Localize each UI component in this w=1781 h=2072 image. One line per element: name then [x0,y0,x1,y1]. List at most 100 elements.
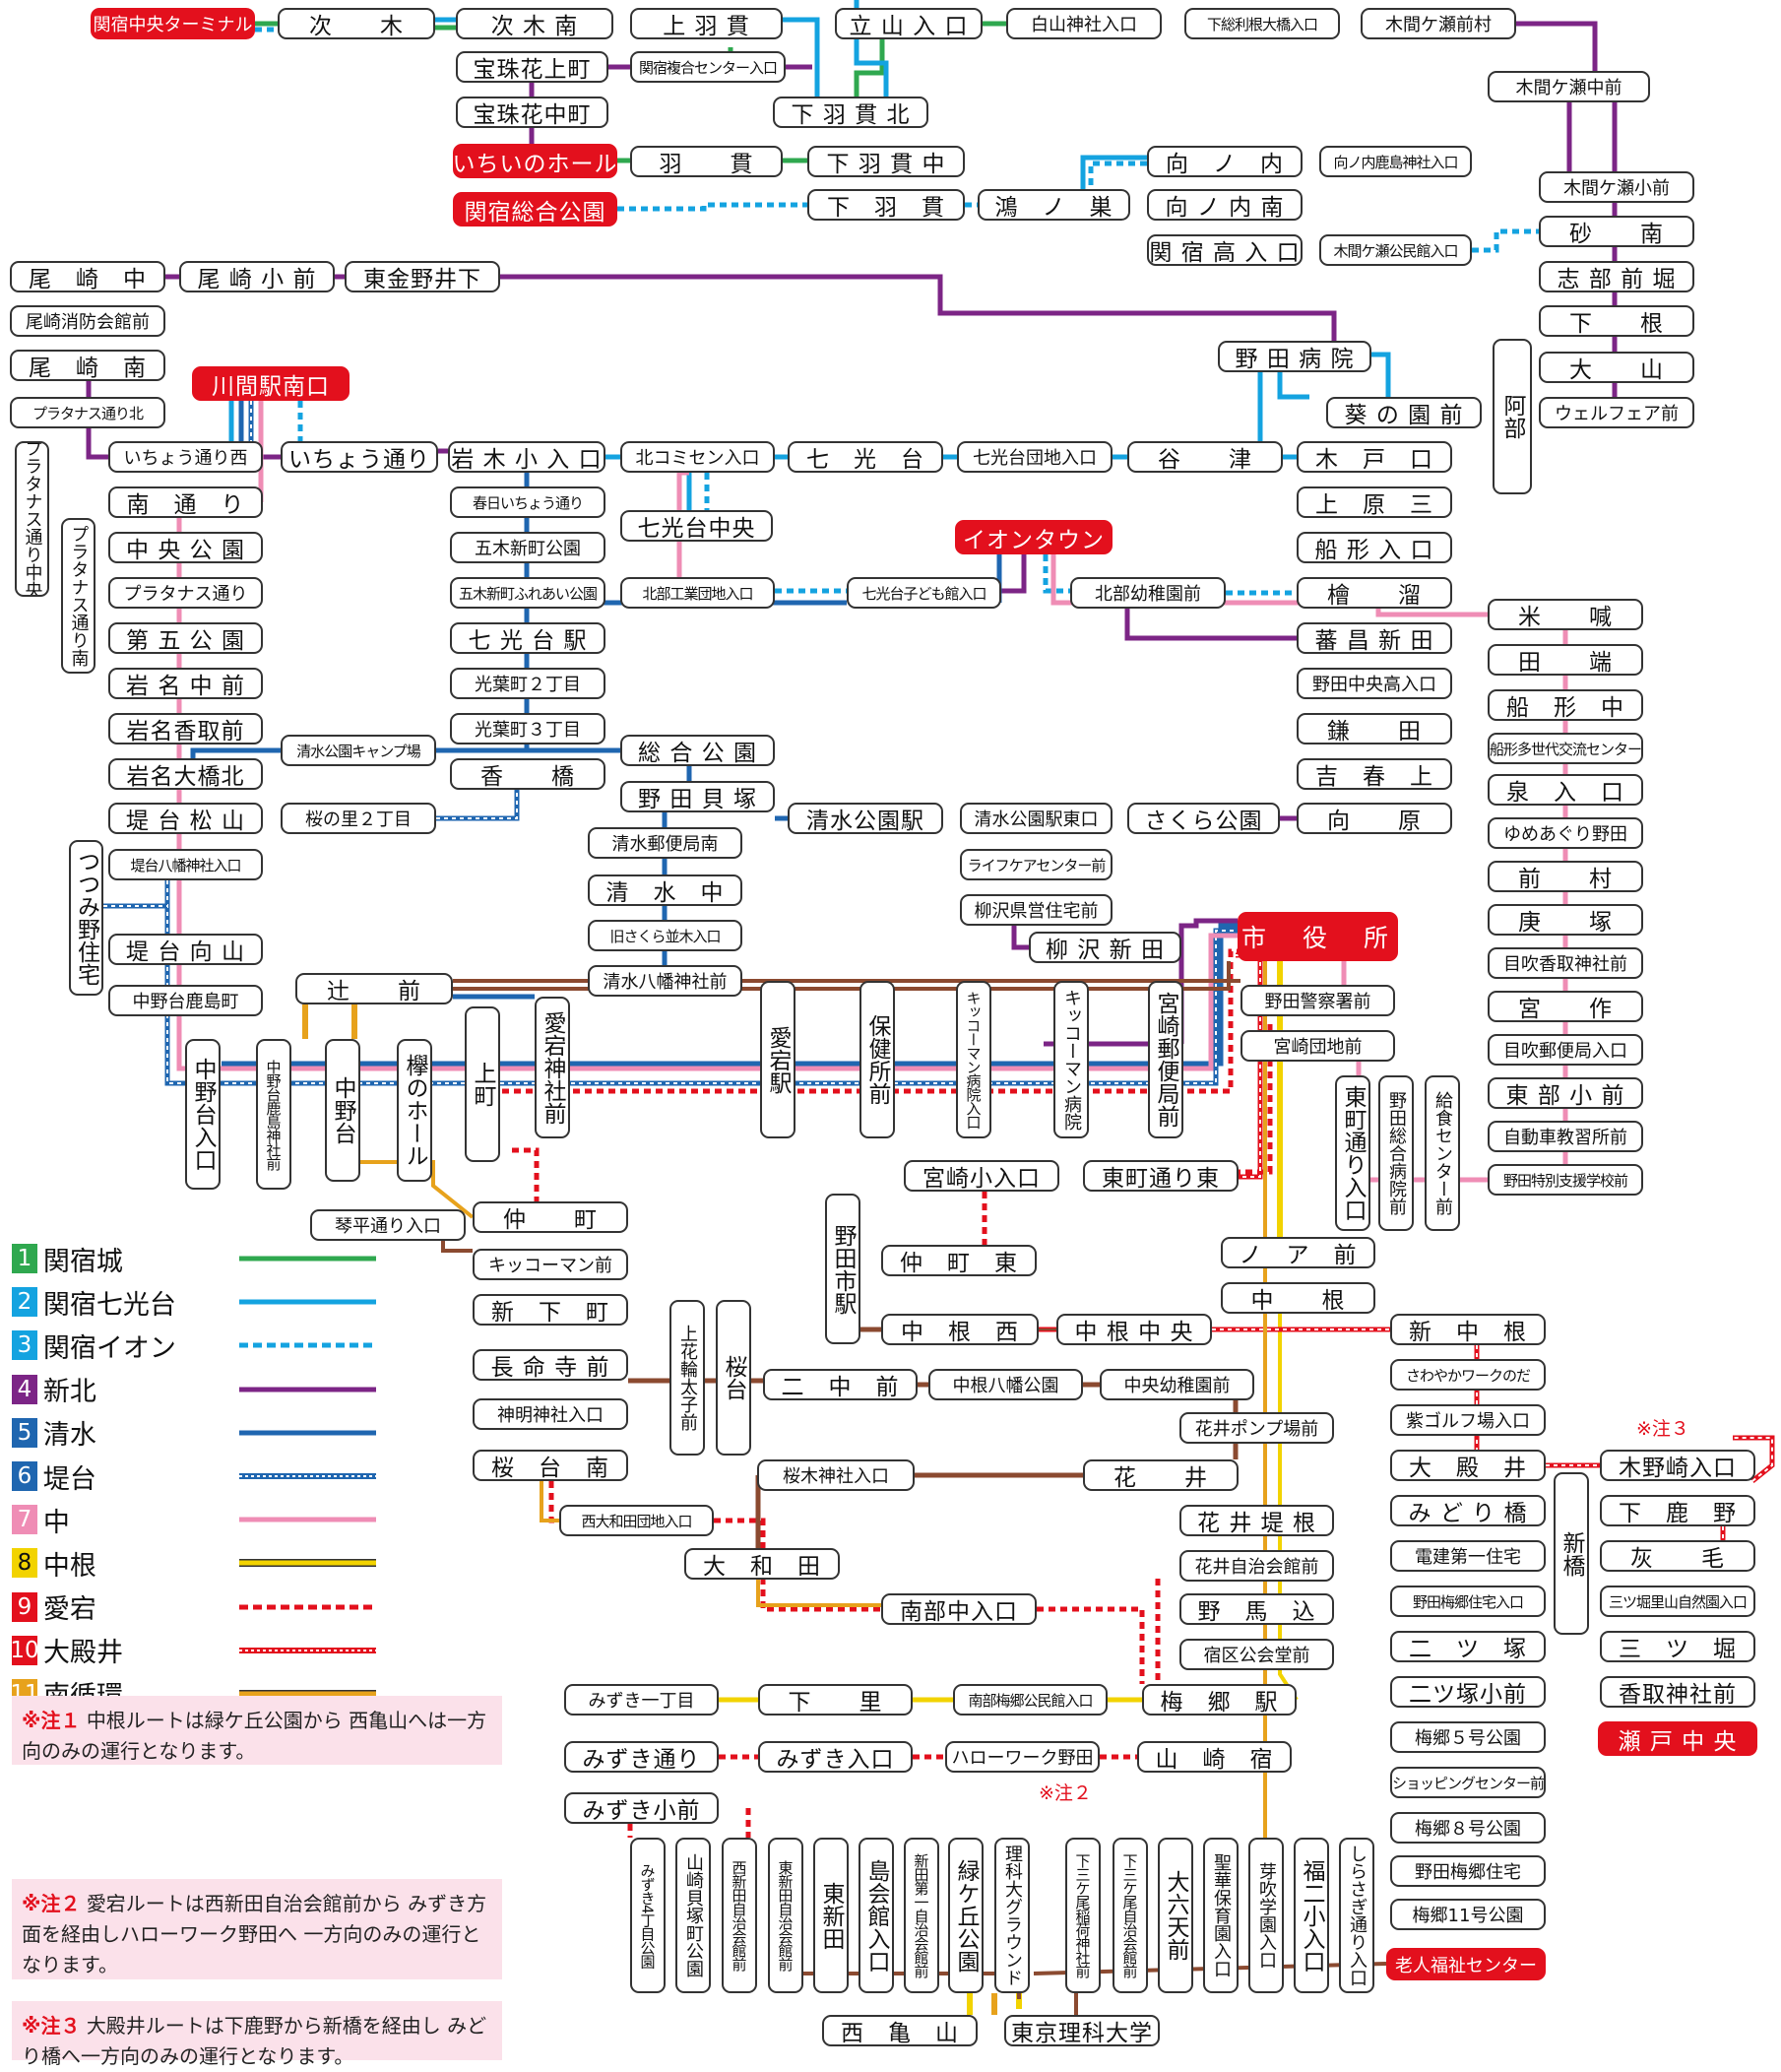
bus-stop: 宮崎小入口 [904,1160,1059,1192]
route-3-line-bg [1472,228,1539,253]
bus-stop: 自動車教習所前 [1488,1121,1643,1152]
bus-stop: 七光台団地入口 [957,441,1113,473]
bus-stop: 志 部 前 堀 [1539,261,1694,292]
bus-stop: 白山神社入口 [1006,8,1162,39]
bus-stop: 第 五 公 園 [108,622,263,654]
bus-stop: 山 崎 宿 [1137,1741,1292,1773]
bus-stop: 東町通り入口 [1335,1075,1370,1231]
route-line-dots [1236,954,1261,1178]
terminal-stop: いちいのホール [453,144,617,178]
bus-stop: 東町通り東 [1083,1160,1239,1192]
bus-stop: 野田市駅 [825,1194,860,1344]
bus-stop: 木間ケ瀬前村 [1361,8,1516,39]
legend-line-sample [238,1256,376,1262]
bus-stop: 米 喊 [1488,599,1643,630]
route-4-line [500,274,1337,341]
bus-stop: 中 根 [1221,1282,1375,1314]
bus-stop: 柳沢県営住宅前 [960,894,1113,926]
route-9-line [714,1518,881,1612]
bus-stop: 上花輪太子前 [669,1300,705,1456]
legend-line-sample [238,1299,376,1305]
bus-stop: みずき入口 [758,1741,913,1773]
note-3-mark: ※注３ [22,2014,81,2038]
bus-stop: プラタナス通り [108,577,263,609]
bus-stop: 東京理科大学 [1004,2015,1160,2046]
note-2-mark: ※注２ [22,1892,81,1915]
bus-stop: 野 田 病 院 [1218,341,1371,372]
bus-stop: しらさぎ通り入口 [1339,1838,1374,1993]
bus-stop: 梅郷８号公園 [1390,1812,1546,1844]
route-3-line [617,202,807,212]
route-4-line [86,428,108,460]
bus-stop: 福二小入口 [1294,1838,1329,1993]
bus-stop: 清 水 中 [588,874,742,906]
bus-stop: 七 光 台 駅 [450,622,605,654]
bus-stop: 蕃 昌 新 田 [1297,622,1452,654]
bus-stop: 野田梅郷住宅 [1390,1855,1546,1887]
bus-stop: 庚 塚 [1488,904,1643,936]
route-5-line [222,923,1238,1067]
note-3-marker: ※注３ [1636,1418,1689,1440]
route-3-line [1088,161,1147,208]
terminal-stop: 市 役 所 [1238,912,1398,961]
bus-stop: 光葉町２丁目 [450,668,605,699]
bus-stop: 野田中央高入口 [1297,668,1452,699]
bus-stop: 下 鹿 野 [1600,1495,1755,1526]
bus-stop: 野 田 貝 塚 [620,781,775,812]
bus-stop: 七光台子ども館入口 [847,577,1001,609]
route-4-line [1001,554,1027,594]
bus-stop: ライフケアセンター前 [960,849,1113,880]
bus-stop: 五木新町ふれあい公園 [450,577,605,609]
bus-stop: 梅郷11号公園 [1390,1899,1546,1930]
bus-stop: プラタナス通り中央 [15,441,49,597]
bus-stop: 田 端 [1488,644,1643,676]
route-7-line [176,518,1238,1071]
bus-stop: 中根八幡公園 [928,1369,1083,1400]
route-4-line [1516,21,1598,71]
bus-stop: 尾 崎 南 [10,350,165,381]
bus-stop: 宝珠花中町 [456,97,608,128]
bus-stop: みずき一丁目 [564,1684,719,1716]
bus-stop: 向ノ内鹿島神社入口 [1319,146,1472,177]
route-4-line [1178,918,1238,1044]
bus-stop: 関 宿 高 入 口 [1147,234,1303,266]
bus-stop: 野 馬 込 [1179,1593,1334,1625]
bus-stop: 欅のホール [397,1039,432,1182]
bus-stop: 二ツ塚小前 [1390,1676,1546,1708]
bus-stop: 尾 崎 中 [10,261,165,292]
bus-stop: 香 橋 [450,758,605,790]
terminal-stop: 関宿総合公園 [453,192,617,227]
route-3-line-bg [1043,554,1070,594]
bus-stop: 尾崎消防会館前 [10,305,165,337]
bus-stop: 檜 溜 [1297,577,1452,609]
legend-route-name: 新北 [42,1377,96,1408]
route-line-dots [166,849,1238,1084]
bus-stop: 花井ポンプ場前 [1179,1412,1334,1444]
bus-stop: 中 央 公 園 [108,532,263,563]
route-1-line [854,39,885,97]
legend-line-sample [238,1473,376,1480]
bus-stop: 鴻 ノ 巣 [978,189,1130,221]
bus-stop: 吉 春 上 [1297,758,1452,790]
route-2-line [783,17,820,97]
bus-stop: 東金野井下 [345,261,500,292]
bus-stop: 中 根 中 央 [1056,1314,1212,1345]
bus-stop: 東 部 小 前 [1488,1077,1643,1109]
bus-stop: 新橋 [1554,1472,1589,1635]
route-9-line [502,948,1238,1094]
bus-stop: ウェルフェア前 [1539,397,1694,428]
bus-stop: 三ツ堀里山自然園入口 [1600,1586,1755,1617]
note-2-text: 愛宕ルートは西新田自治会館前から みずき方面を経由しハローワーク野田へ 一方向の… [22,1892,487,1976]
bus-stop: 南 通 り [108,486,263,518]
bus-stop: 下 羽 貫 中 [807,146,965,177]
legend-route-number: 6 [12,1461,37,1492]
route-4-line [1124,609,1297,641]
bus-stop: 泉 入 口 [1488,774,1643,806]
bus-stop: 新 中 根 [1390,1314,1546,1345]
bus-stop: 船形多世代交流センター [1488,733,1643,764]
